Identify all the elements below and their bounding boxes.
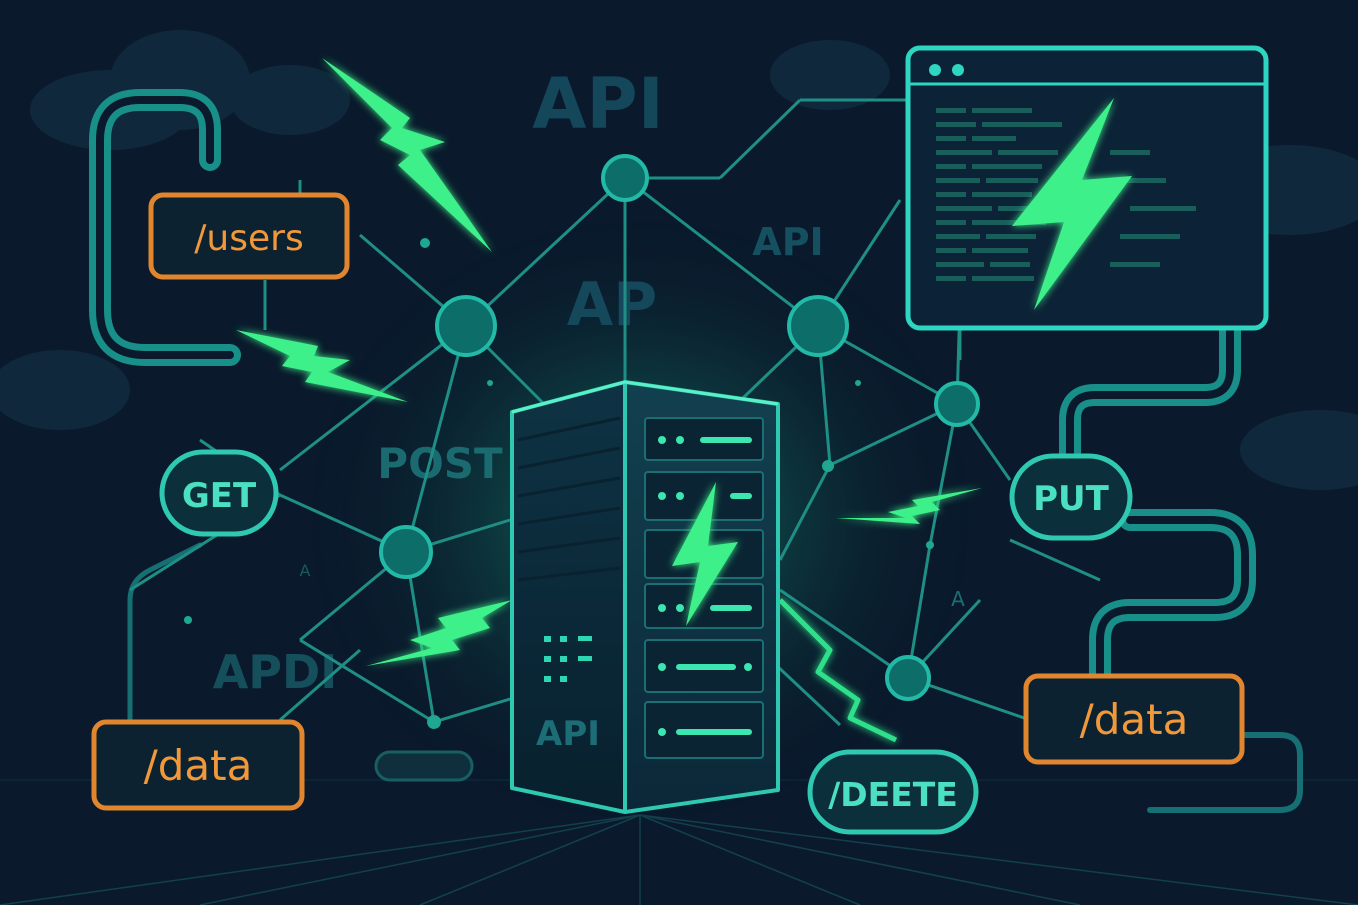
small-glyph-right: A xyxy=(951,587,965,611)
node-left-upper xyxy=(435,295,497,357)
server-tower: API xyxy=(510,380,780,814)
endpoint-tags: /users /data /data xyxy=(91,192,1245,811)
network-nodes xyxy=(379,154,980,701)
bolt-top-left-icon xyxy=(322,58,492,252)
endpoint-tag-users: /users xyxy=(148,192,350,280)
node-right-lower xyxy=(885,655,931,701)
server-api-label: API xyxy=(536,714,600,754)
watermark-labels: API API AP POST APDI xyxy=(213,63,824,699)
endpoint-tag-data-right: /data xyxy=(1023,673,1245,765)
endpoint-tag-data-right-label: /data xyxy=(1080,695,1189,744)
endpoint-tag-data-left-label: /data xyxy=(144,741,253,790)
method-pill-get: GET xyxy=(159,449,279,537)
conduits xyxy=(89,89,1303,813)
method-pill-delete-label: /DEETE xyxy=(828,775,958,814)
method-pill-put-label: PUT xyxy=(1033,479,1110,519)
watermark-post: POST xyxy=(377,439,503,488)
network-dots xyxy=(184,238,934,729)
bolt-left-lower-icon xyxy=(366,600,512,666)
bolt-server-right-icon xyxy=(778,598,898,743)
method-pill-delete: /DEETE xyxy=(807,749,979,835)
node-right-upper xyxy=(787,295,849,357)
method-pills: GET PUT /DEETE xyxy=(159,449,1133,835)
left-base-capsule xyxy=(374,750,474,782)
endpoint-tag-data-left: /data xyxy=(91,719,305,811)
bolt-left-mid-icon xyxy=(236,330,408,402)
window-bolt-icon xyxy=(1012,98,1132,310)
watermark-api-top: API xyxy=(532,63,664,145)
window-dot-icon xyxy=(952,64,964,76)
method-pill-get-label: GET xyxy=(182,476,257,516)
watermark-ap-center: AP xyxy=(567,270,657,340)
code-window xyxy=(905,45,1269,331)
node-right-mid xyxy=(934,381,980,427)
node-top xyxy=(601,154,649,202)
small-glyph-left: A xyxy=(300,561,311,580)
window-dot-icon xyxy=(929,64,941,76)
node-left-lower xyxy=(379,525,433,579)
bolt-right-mid-icon xyxy=(836,488,982,524)
endpoint-tag-users-label: /users xyxy=(194,218,303,259)
watermark-api-right: API xyxy=(752,220,823,264)
lightning-bolts xyxy=(236,58,982,666)
server-bolt-icon xyxy=(672,482,738,626)
method-pill-put: PUT xyxy=(1009,453,1133,541)
